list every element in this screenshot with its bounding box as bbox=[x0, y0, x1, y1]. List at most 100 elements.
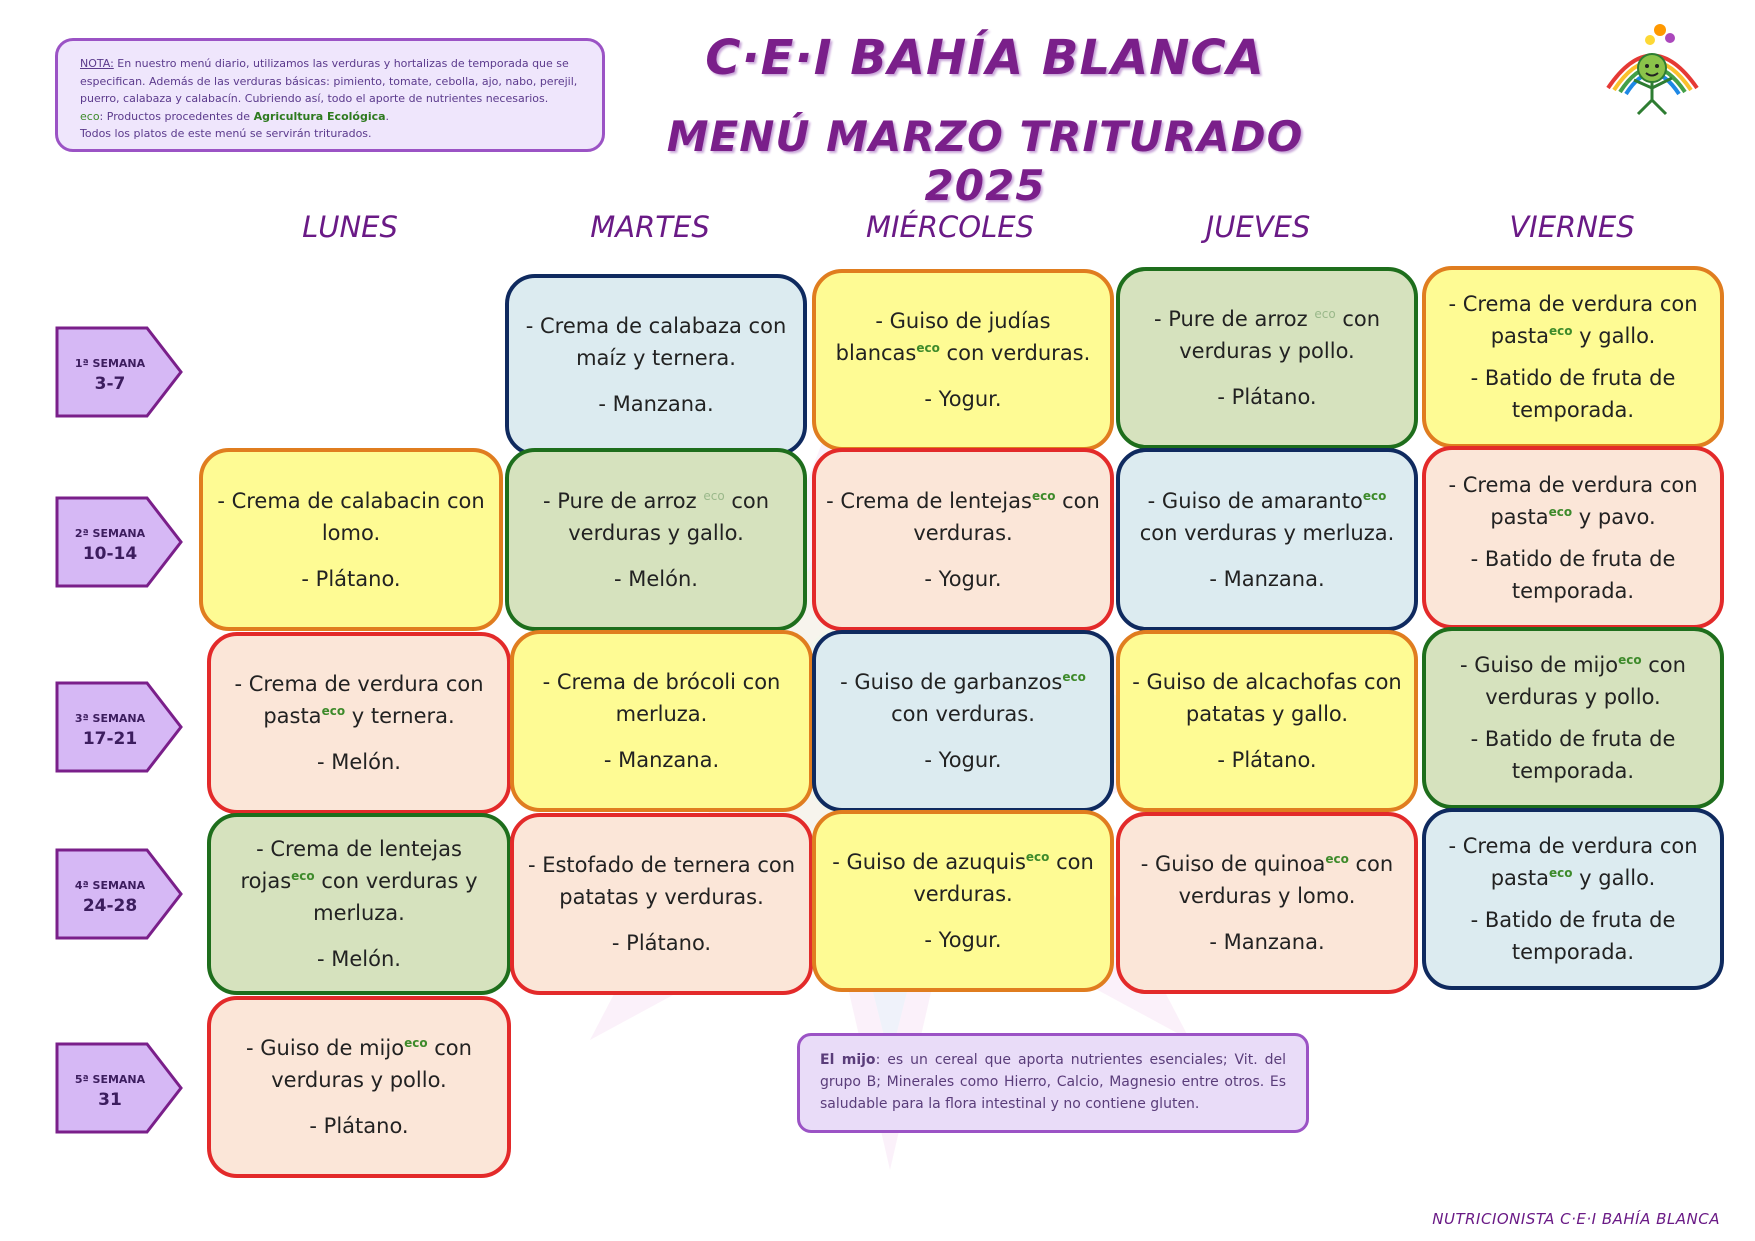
dessert: - Manzana. bbox=[598, 392, 714, 416]
eco-tag: eco bbox=[1618, 653, 1642, 667]
eco-tag: eco bbox=[1314, 307, 1336, 321]
dish-text: - Guiso de azuquis bbox=[832, 850, 1026, 874]
dish-text: - Crema de verdura con pasta bbox=[1448, 472, 1698, 529]
mijo-label: El mijo bbox=[820, 1052, 876, 1068]
dish-text: - Guiso de mijo bbox=[246, 1036, 405, 1060]
page-subtitle: MENÚ MARZO TRITURADO 2025 bbox=[666, 112, 1304, 210]
dish: - Crema de verdura con pastaeco y terner… bbox=[221, 668, 497, 732]
menu-cell-w5-lunes: - Guiso de mijoeco con verduras y pollo.… bbox=[207, 996, 511, 1178]
dish-text-end: con verduras. bbox=[939, 341, 1091, 365]
dish-text-end: y gallo. bbox=[1572, 324, 1656, 348]
menu-cell-w2-jueves: - Guiso de amarantoeco con verduras y me… bbox=[1116, 448, 1418, 631]
dessert: - Plátano. bbox=[309, 1114, 409, 1138]
arrow-icon bbox=[55, 848, 183, 940]
dessert: - Melón. bbox=[614, 566, 698, 591]
menu-cell-w2-martes: - Pure de arroz eco con verduras y gallo… bbox=[505, 448, 807, 631]
menu-cell-w2-lunes: - Crema de calabacin con lomo. - Plátano… bbox=[199, 448, 503, 631]
dessert: - Batido de fruta de temporada. bbox=[1470, 366, 1676, 422]
arrow-icon bbox=[55, 496, 183, 588]
dessert: - Yogur. bbox=[924, 748, 1002, 772]
eco-tag: eco bbox=[916, 341, 940, 355]
dish-text-end: con verduras y pollo. bbox=[1485, 653, 1686, 709]
nota-triturados: Todos los platos de este menú se servirá… bbox=[80, 127, 372, 140]
menu-cell-w3-martes: - Crema de brócoli con merluza. - Manzan… bbox=[510, 630, 813, 812]
nota-agri-end: . bbox=[385, 109, 390, 123]
week-label-text: 4ª SEMANA bbox=[74, 879, 146, 892]
week-range: 3-7 bbox=[94, 374, 126, 394]
menu-cell-w3-jueves: - Guiso de alcachofas con patatas y gall… bbox=[1116, 630, 1418, 812]
dessert: - Plátano. bbox=[611, 931, 712, 955]
week-label-5: 5ª SEMANA 31 bbox=[55, 1042, 183, 1134]
mijo-text: : es un cereal que aporta nutrientes ese… bbox=[820, 1052, 1286, 1112]
dish: - Crema de calabacin con lomo. bbox=[217, 488, 485, 545]
dish-text: - Guiso de amaranto bbox=[1147, 488, 1363, 513]
dish: - Guiso de mijoeco con verduras y pollo. bbox=[1436, 649, 1710, 713]
dish-text-end: con verduras. bbox=[891, 702, 1035, 726]
menu-cell-w3-viernes: - Guiso de mijoeco con verduras y pollo.… bbox=[1422, 627, 1724, 809]
menu-cell-w1-martes: - Crema de calabaza con maíz y ternera. … bbox=[505, 274, 807, 456]
week-label-4: 4ª SEMANA 24-28 bbox=[55, 848, 183, 940]
dish: - Crema de verdura con pastaeco y gallo. bbox=[1436, 830, 1710, 894]
dessert: - Yogur. bbox=[924, 928, 1002, 952]
dish-text-end: con verduras y pollo. bbox=[1179, 307, 1381, 363]
menu-cell-w2-miercoles: - Crema de lentejaseco con verduras. - Y… bbox=[812, 448, 1114, 631]
arrow-icon bbox=[55, 326, 183, 418]
eco-tag: eco bbox=[703, 488, 725, 503]
dish-text-end: y gallo. bbox=[1572, 866, 1656, 890]
week-range: 17-21 bbox=[82, 729, 138, 749]
dessert: - Plátano. bbox=[1217, 385, 1317, 409]
dish: - Guiso de garbanzoseco con verduras. bbox=[826, 666, 1100, 730]
dish-text: - Crema de verdura con pasta bbox=[1448, 292, 1698, 348]
school-logo-icon bbox=[1606, 24, 1699, 116]
menu-cell-w1-jueves: - Pure de arroz eco con verduras y pollo… bbox=[1116, 267, 1418, 449]
dessert: - Yogur. bbox=[924, 387, 1002, 411]
dessert: - Melón. bbox=[317, 750, 401, 774]
nota-text: En nuestro menú diario, utilizamos las v… bbox=[80, 57, 578, 105]
dessert: - Plátano. bbox=[1217, 748, 1317, 772]
dessert: - Plátano. bbox=[301, 566, 401, 591]
day-header-lunes: LUNES bbox=[302, 210, 398, 244]
footer-nutricionista: NUTRICIONISTA C·E·I BAHÍA BLANCA bbox=[1432, 1210, 1720, 1228]
menu-cell-w1-miercoles: - Guiso de judías blancaseco con verdura… bbox=[812, 269, 1114, 451]
menu-cell-w4-martes: - Estofado de ternera con patatas y verd… bbox=[510, 813, 813, 995]
dish-text: - Guiso de judías blancas bbox=[835, 309, 1051, 365]
nota-box: NOTA: En nuestro menú diario, utilizamos… bbox=[55, 38, 605, 152]
dessert: - Manzana. bbox=[1209, 930, 1325, 954]
dessert: - Yogur. bbox=[924, 566, 1002, 591]
dish-text: - Pure de arroz bbox=[1153, 307, 1315, 331]
dessert: - Batido de fruta de temporada. bbox=[1470, 546, 1676, 603]
arrow-icon bbox=[55, 1042, 183, 1134]
dish: - Pure de arroz eco con verduras y gallo… bbox=[519, 485, 793, 549]
menu-cell-w4-jueves: - Guiso de quinoaeco con verduras y lomo… bbox=[1116, 812, 1418, 994]
dish-text-end: con verduras y merluza. bbox=[313, 869, 478, 925]
dish: - Guiso de azuquiseco con verduras. bbox=[826, 846, 1100, 910]
eco-tag: eco bbox=[1025, 850, 1050, 864]
dish-text-end: con verduras. bbox=[913, 488, 1100, 545]
menu-cell-w4-viernes: - Crema de verdura con pastaeco y gallo.… bbox=[1422, 808, 1724, 990]
dish: - Crema de calabaza con maíz y ternera. bbox=[525, 314, 787, 370]
week-range: 24-28 bbox=[82, 896, 138, 916]
menu-cell-w1-viernes: - Crema de verdura con pastaeco y gallo.… bbox=[1422, 266, 1724, 448]
eco-tag: eco bbox=[1548, 866, 1573, 880]
day-header-martes: MARTES bbox=[590, 210, 710, 244]
dessert: - Batido de fruta de temporada. bbox=[1470, 727, 1676, 783]
dish-text-end: con verduras. bbox=[913, 850, 1094, 906]
dish: - Guiso de amarantoeco con verduras y me… bbox=[1130, 485, 1404, 549]
dish: - Crema de verdura con pastaeco y pavo. bbox=[1436, 469, 1710, 533]
page-title: C·E·I BAHÍA BLANCA bbox=[705, 30, 1265, 86]
menu-cell-w4-lunes: - Crema de lentejas rojaseco con verdura… bbox=[207, 813, 511, 995]
dessert: - Melón. bbox=[317, 947, 401, 971]
dish-text: - Pure de arroz bbox=[542, 488, 704, 513]
dish-text-end: con verduras y merluza. bbox=[1139, 520, 1395, 545]
eco-tag: eco bbox=[1548, 504, 1573, 519]
dish-text-end: con verduras y lomo. bbox=[1178, 852, 1394, 908]
dessert: - Manzana. bbox=[603, 748, 720, 772]
dish: - Guiso de alcachofas con patatas y gall… bbox=[1132, 670, 1402, 726]
week-label-text: 2ª SEMANA bbox=[74, 527, 146, 540]
week-label-text: 5ª SEMANA bbox=[74, 1073, 146, 1086]
dish: - Guiso de quinoaeco con verduras y lomo… bbox=[1130, 848, 1404, 912]
day-header-viernes: VIERNES bbox=[1509, 210, 1635, 244]
mijo-info-box: El mijo: es un cereal que aporta nutrien… bbox=[797, 1033, 1309, 1133]
dish-text-end: y pavo. bbox=[1572, 504, 1656, 529]
week-label-text: 1ª SEMANA bbox=[74, 357, 146, 370]
